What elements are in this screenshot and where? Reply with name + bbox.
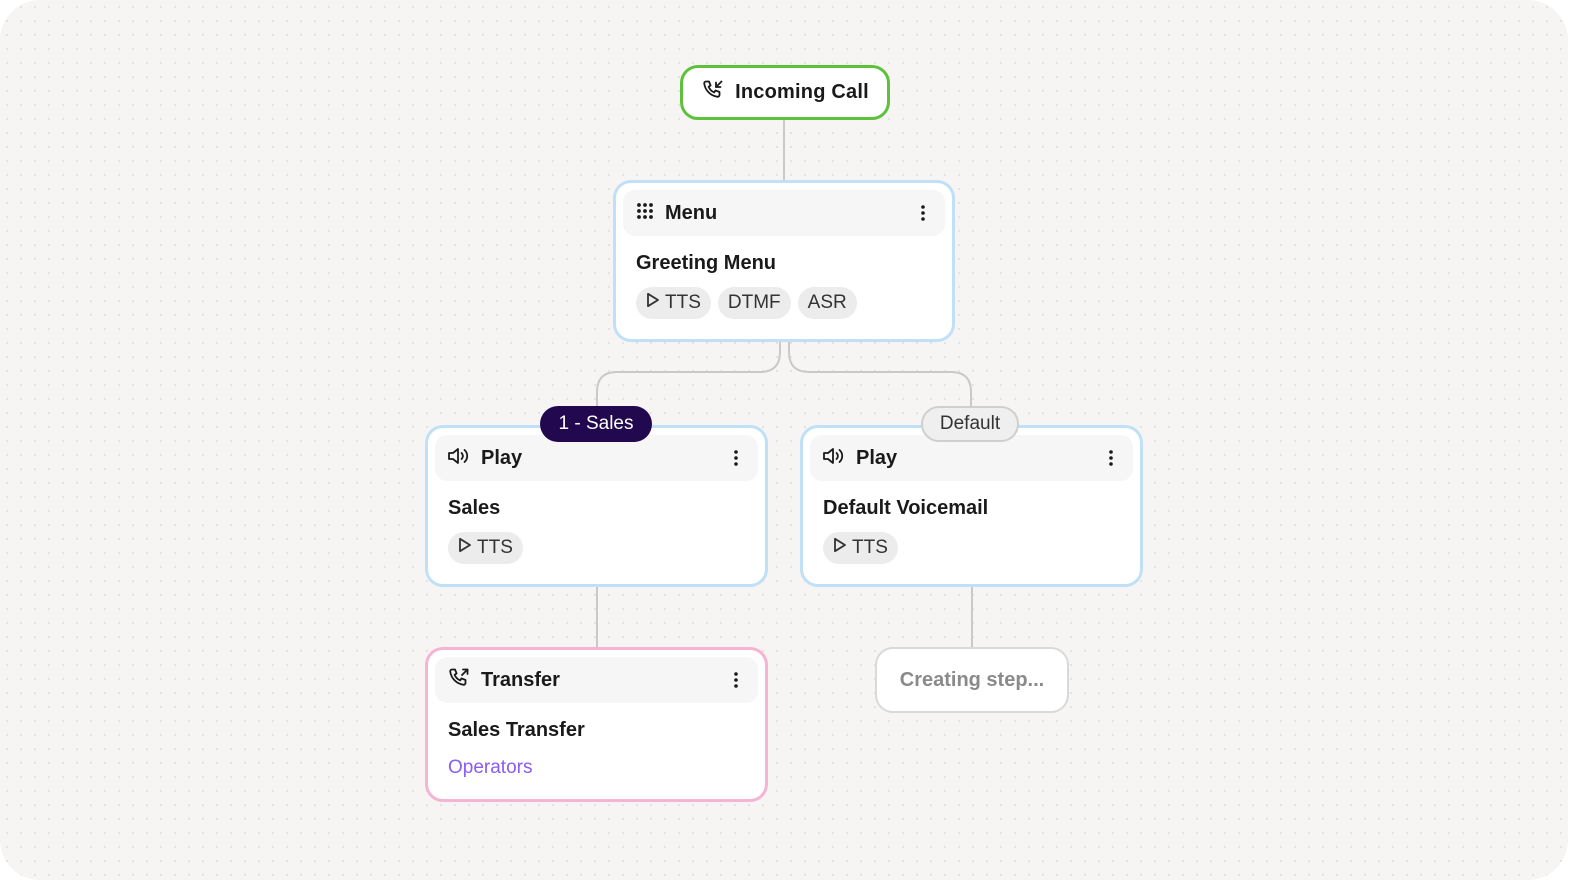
more-options-icon[interactable] xyxy=(726,444,746,472)
incoming-call-icon xyxy=(701,78,725,108)
chip-asr: ASR xyxy=(797,287,857,319)
transfer-node[interactable]: Transfer Sales Transfer Operators xyxy=(425,647,768,802)
speaker-icon xyxy=(447,445,471,472)
play-sales-header: Play xyxy=(435,435,758,481)
flow-canvas[interactable]: Incoming Call Menu Greeting Menu xyxy=(0,0,1568,880)
keypad-grid-icon xyxy=(635,201,655,226)
play-sales-type: Play xyxy=(481,446,523,469)
transfer-node-header: Transfer xyxy=(435,657,758,703)
play-sales-chips: TTS xyxy=(448,532,523,564)
more-options-icon[interactable] xyxy=(913,199,933,227)
play-default-header: Play xyxy=(810,435,1133,481)
play-icon xyxy=(833,537,847,559)
incoming-call-node[interactable]: Incoming Call xyxy=(680,65,890,120)
play-default-node[interactable]: Play Default Voicemail TTS xyxy=(800,425,1143,587)
chip-tts: TTS xyxy=(448,532,523,564)
creating-step-placeholder: Creating step... xyxy=(875,647,1069,713)
branch-label-default[interactable]: Default xyxy=(921,406,1019,442)
play-sales-name: Sales xyxy=(448,497,501,519)
menu-node-header: Menu xyxy=(623,190,945,236)
transfer-target-link[interactable]: Operators xyxy=(448,757,533,778)
menu-node[interactable]: Menu Greeting Menu TTS DTMF ASR xyxy=(613,180,955,342)
play-sales-node[interactable]: Play Sales TTS xyxy=(425,425,768,587)
play-icon xyxy=(458,537,472,559)
connector-menu-sales xyxy=(596,341,781,428)
menu-node-chips: TTS DTMF ASR xyxy=(636,287,857,319)
more-options-icon[interactable] xyxy=(1101,444,1121,472)
chip-tts: TTS xyxy=(823,532,898,564)
menu-node-name: Greeting Menu xyxy=(636,252,777,274)
menu-node-type: Menu xyxy=(665,201,718,224)
connector-menu-default xyxy=(788,341,972,428)
incoming-call-label: Incoming Call xyxy=(735,81,869,103)
branch-label-sales[interactable]: 1 - Sales xyxy=(540,406,652,442)
chip-tts: TTS xyxy=(636,287,711,319)
transfer-node-name: Sales Transfer xyxy=(448,719,585,741)
transfer-node-type: Transfer xyxy=(481,668,560,691)
play-default-type: Play xyxy=(856,446,898,469)
more-options-icon[interactable] xyxy=(726,666,746,694)
speaker-icon xyxy=(822,445,846,472)
connectors xyxy=(596,120,973,648)
outgoing-call-icon xyxy=(447,666,471,695)
play-default-name: Default Voicemail xyxy=(823,497,989,519)
chip-dtmf: DTMF xyxy=(717,287,791,319)
play-icon xyxy=(646,292,660,314)
play-default-chips: TTS xyxy=(823,532,898,564)
